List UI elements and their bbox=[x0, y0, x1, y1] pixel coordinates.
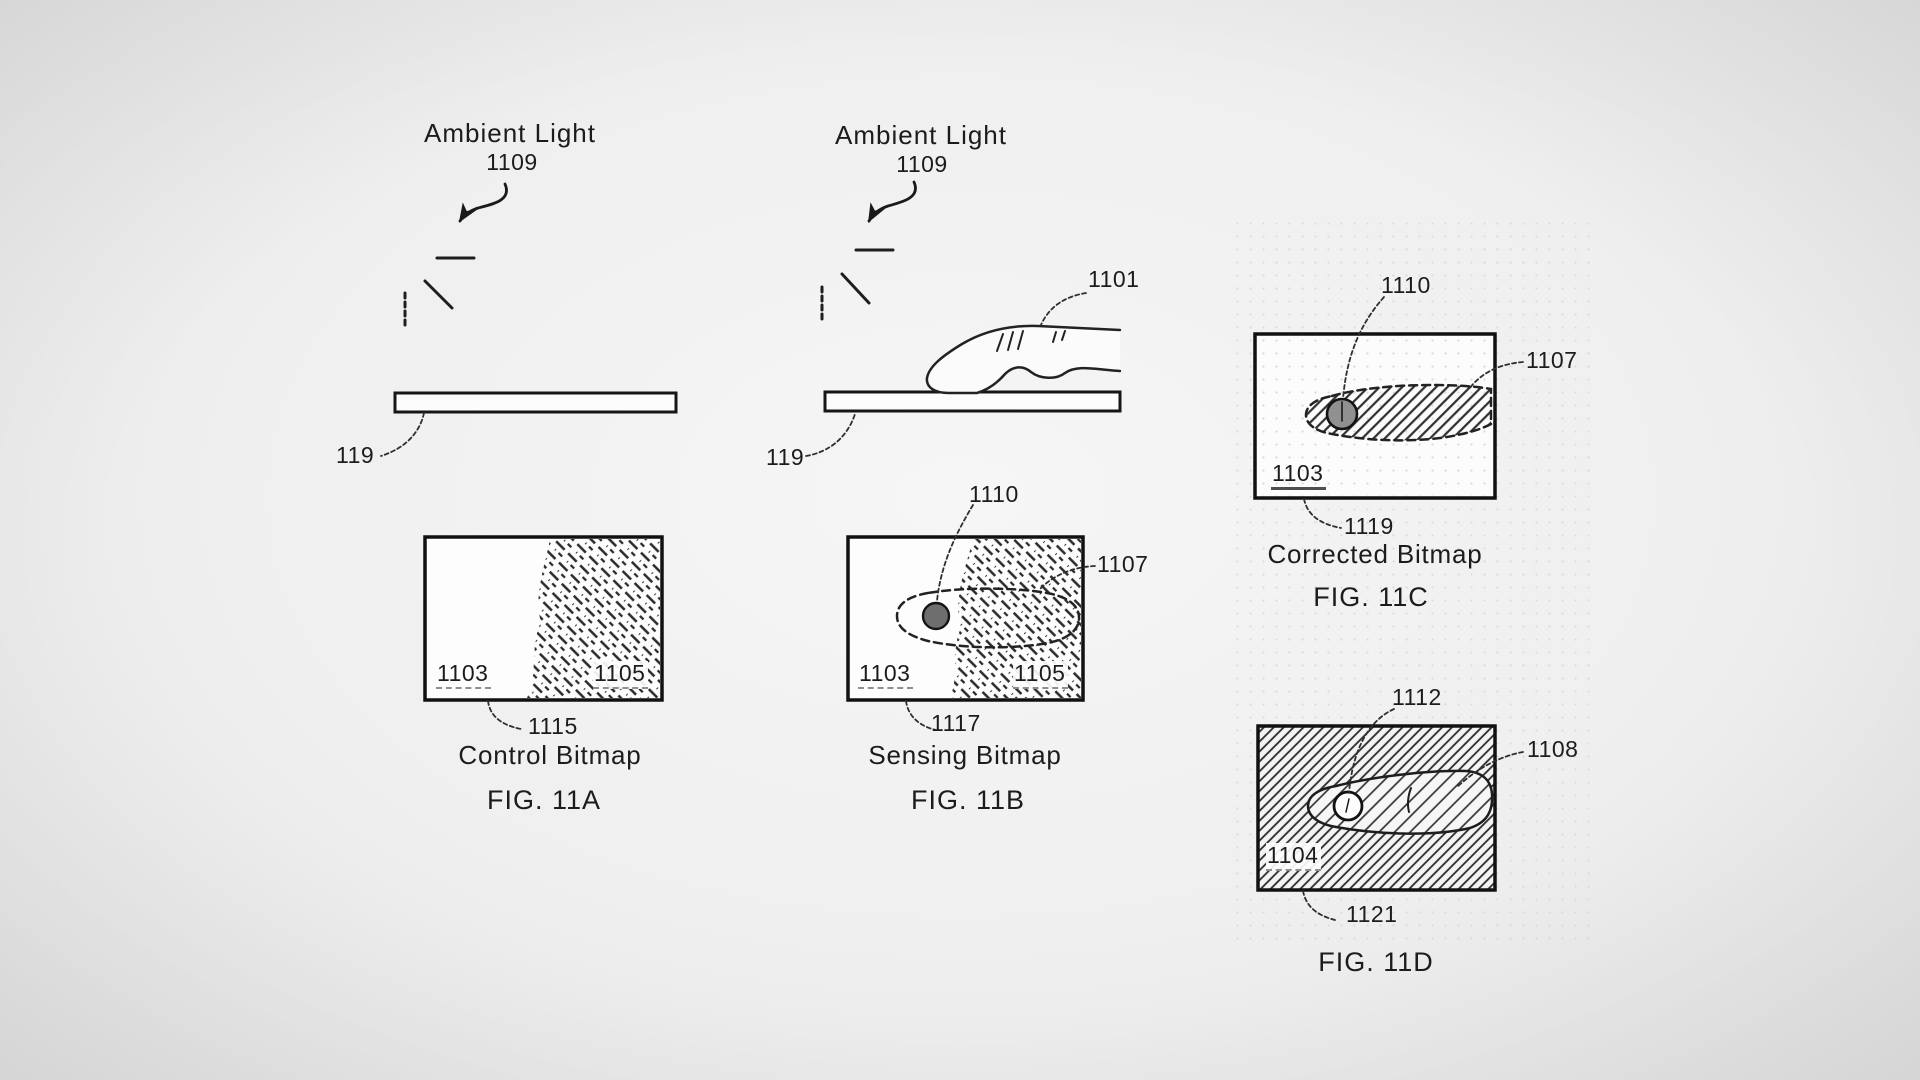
panel-a-surface-ref: 119 bbox=[336, 442, 375, 468]
leader-1108 bbox=[1456, 751, 1524, 788]
leader-tick-d bbox=[1345, 798, 1350, 813]
corrected-bitmap-rect bbox=[1253, 332, 1497, 500]
panel-b-fig-label: FIG. 11B bbox=[910, 785, 1026, 815]
panel-a-bitmap-leader-ref: 1115 bbox=[528, 713, 578, 739]
leader-1112 bbox=[1348, 708, 1395, 794]
leader-119-b bbox=[805, 413, 856, 457]
light-rays-b-icon bbox=[820, 248, 895, 323]
panel-a-fig-label: FIG. 11A bbox=[486, 785, 602, 815]
leader-1115 bbox=[487, 700, 522, 730]
light-rays-a-icon bbox=[403, 256, 476, 329]
panel-d-region-ref-1104: 1104 bbox=[1266, 843, 1322, 872]
panel-c-caption: Corrected Bitmap bbox=[1267, 539, 1483, 569]
panel-d-art bbox=[1256, 708, 1524, 921]
ambient-arrow-a-icon bbox=[458, 182, 508, 223]
panel-d-fig-label: FIG. 11D bbox=[1318, 947, 1434, 977]
panel-d-finger-region-ref: 1108 bbox=[1527, 736, 1579, 762]
ambient-arrow-b-icon bbox=[867, 180, 917, 223]
panel-a-region-ref-1105: 1105 bbox=[593, 661, 649, 690]
fingernail-creases-icon bbox=[996, 330, 1066, 352]
panel-b-art bbox=[805, 180, 1122, 731]
leader-1101 bbox=[1040, 292, 1087, 326]
leader-1110-b bbox=[936, 504, 974, 602]
panel-a-art bbox=[380, 182, 678, 730]
finger-shadow-dashed-outline-b bbox=[895, 587, 1081, 649]
panel-b-surface-ref: 119 bbox=[766, 444, 805, 470]
panel-b-caption: Sensing Bitmap bbox=[868, 740, 1062, 770]
panel-a-ambient-light-ref: 1109 bbox=[486, 149, 538, 175]
leader-119-a bbox=[380, 412, 425, 457]
panel-c-bitmap-leader-ref: 1119 bbox=[1344, 513, 1394, 539]
finger-drawing bbox=[925, 324, 1122, 395]
panel-b-region-ref-1105: 1105 bbox=[1013, 661, 1069, 690]
panel-b-touch-point-ref: 1110 bbox=[969, 481, 1019, 507]
sensing-bitmap-shadow-hatch bbox=[950, 539, 1081, 698]
panel-b-region-ref-1103: 1103 bbox=[858, 661, 914, 690]
touch-point-dot-b bbox=[921, 601, 951, 631]
touch-surface-a bbox=[393, 391, 678, 414]
leader-1110-c bbox=[1342, 296, 1385, 400]
panel-a-caption: Control Bitmap bbox=[458, 740, 642, 770]
panel-b-finger-shadow-ref: 1107 bbox=[1097, 551, 1149, 577]
panel-c-fig-label: FIG. 11C bbox=[1313, 582, 1429, 612]
panel-a-ambient-light-label: Ambient Light bbox=[424, 118, 596, 148]
panel-c-art bbox=[1253, 296, 1524, 529]
control-bitmap-shadow-hatch bbox=[527, 539, 660, 698]
leader-1107-c bbox=[1468, 361, 1524, 390]
panel-c-finger-shadow-ref: 1107 bbox=[1526, 347, 1578, 373]
leader-1107-b bbox=[1038, 565, 1096, 591]
panel-b-ambient-light-label: Ambient Light bbox=[835, 120, 1007, 150]
touch-surface-b bbox=[823, 390, 1122, 413]
panel-b-ambient-light-ref: 1109 bbox=[896, 151, 948, 177]
panel-b-bitmap-leader-ref: 1117 bbox=[931, 710, 981, 736]
finger-crease-d-icon bbox=[1406, 787, 1412, 813]
panel-c-touch-point-ref: 1110 bbox=[1381, 272, 1431, 298]
leader-1117 bbox=[905, 700, 937, 731]
panel-a-region-ref-1103: 1103 bbox=[436, 661, 492, 690]
leader-1119 bbox=[1303, 498, 1342, 529]
panel-d-touch-point-ref: 1112 bbox=[1392, 684, 1442, 710]
panel-b-finger-ref: 1101 bbox=[1088, 266, 1140, 292]
panel-d-bitmap-leader-ref: 1121 bbox=[1346, 901, 1398, 927]
panel-c-region-ref-1103: 1103 bbox=[1271, 461, 1327, 491]
leader-1121 bbox=[1302, 890, 1336, 921]
